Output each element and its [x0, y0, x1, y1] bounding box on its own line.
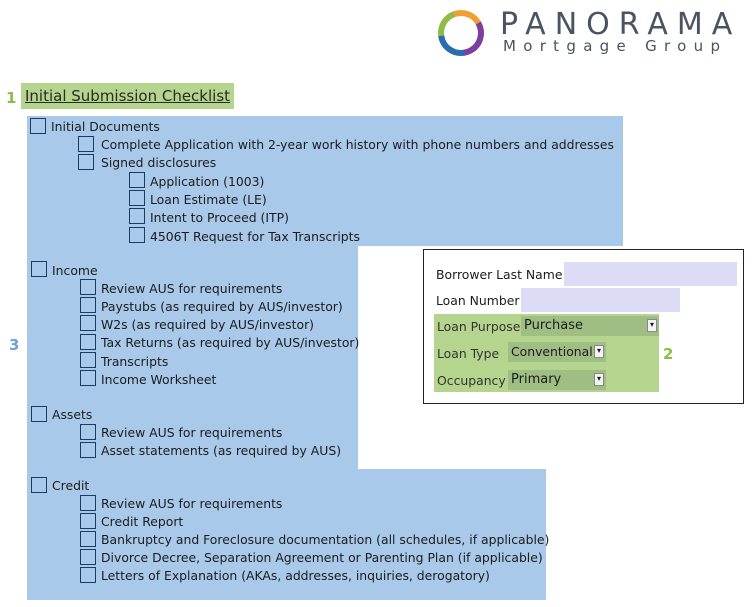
checkbox-income-item[interactable]: [80, 315, 96, 331]
item-complete-application: Complete Application with 2-year work hi…: [101, 137, 614, 152]
marker-2: 2: [663, 345, 674, 363]
chevron-down-icon[interactable]: ▾: [594, 345, 604, 358]
checkbox-application-1003[interactable]: [129, 172, 145, 188]
item-credit: Letters of Explanation (AKAs, addresses,…: [101, 568, 490, 583]
checklist-panel-top: [27, 116, 623, 246]
borrower-last-name-input[interactable]: [564, 262, 737, 286]
checklist-panel-bottom: [27, 469, 546, 600]
checkbox-signed-disclosures[interactable]: [78, 154, 94, 170]
checkbox-intent-to-proceed[interactable]: [129, 208, 145, 224]
occupancy-label: Occupancy: [437, 373, 506, 388]
item-assets: Asset statements (as required by AUS): [101, 443, 342, 458]
checkbox-income-item[interactable]: [80, 279, 96, 295]
checkbox-income[interactable]: [31, 261, 47, 277]
chevron-down-icon[interactable]: ▾: [594, 373, 604, 386]
item-credit: Divorce Decree, Separation Agreement or …: [101, 550, 543, 565]
loan-purpose-value: Purchase: [524, 318, 584, 333]
checkbox-credit-item[interactable]: [80, 531, 96, 547]
checkbox-income-item[interactable]: [80, 334, 96, 350]
checkbox-credit-item[interactable]: [80, 495, 96, 511]
checkbox-4506t[interactable]: [129, 227, 145, 243]
loan-number-input[interactable]: [521, 288, 680, 312]
item-signed-disclosures: Signed disclosures: [101, 155, 217, 170]
item-credit: Credit Report: [101, 514, 184, 529]
checkbox-assets-item[interactable]: [80, 424, 96, 440]
item-4506t: 4506T Request for Tax Transcripts: [150, 229, 360, 244]
item-income: Transcripts: [101, 354, 169, 369]
checkbox-assets-item[interactable]: [80, 442, 96, 458]
section-label-assets: Assets: [52, 407, 93, 422]
item-intent-to-proceed: Intent to Proceed (ITP): [150, 210, 289, 225]
item-income: Tax Returns (as required by AUS/investor…: [101, 335, 360, 350]
page-title: Initial Submission Checklist: [21, 83, 235, 109]
borrower-last-name-label: Borrower Last Name: [436, 267, 563, 282]
chevron-down-icon[interactable]: ▾: [647, 319, 657, 332]
item-application-1003: Application (1003): [150, 174, 265, 189]
occupancy-value: Primary: [511, 372, 562, 387]
checkbox-complete-application[interactable]: [78, 136, 94, 152]
item-assets: Review AUS for requirements: [101, 425, 283, 440]
checkbox-assets[interactable]: [31, 406, 47, 422]
loan-number-label: Loan Number: [436, 293, 520, 308]
checkbox-income-item[interactable]: [80, 370, 96, 386]
item-loan-estimate: Loan Estimate (LE): [150, 192, 267, 207]
item-income: Paystubs (as required by AUS/investor): [101, 299, 343, 314]
section-label-initial-documents: Initial Documents: [51, 119, 160, 134]
checkbox-credit-item[interactable]: [80, 513, 96, 529]
checkbox-credit-item[interactable]: [80, 567, 96, 583]
item-credit: Review AUS for requirements: [101, 496, 283, 511]
occupancy-dropdown[interactable]: Primary ▾: [508, 370, 606, 390]
checkbox-initial-documents[interactable]: [30, 118, 46, 134]
loan-type-dropdown[interactable]: Conventional ▾: [508, 342, 606, 362]
section-label-credit: Credit: [52, 478, 90, 493]
loan-type-label: Loan Type: [437, 346, 500, 361]
marker-3: 3: [9, 336, 20, 354]
logo-subtitle: Mortgage Group: [503, 37, 728, 55]
checkbox-loan-estimate[interactable]: [129, 190, 145, 206]
section-label-income: Income: [52, 263, 98, 278]
item-income: W2s (as required by AUS/investor): [101, 317, 314, 332]
loan-purpose-dropdown[interactable]: Purchase ▾: [521, 316, 659, 336]
checkbox-income-item[interactable]: [80, 352, 96, 368]
loan-type-value: Conventional: [511, 344, 593, 359]
logo-wordmark: PANORAMA: [500, 7, 742, 42]
checkbox-income-item[interactable]: [80, 297, 96, 313]
loan-purpose-label: Loan Purpose: [437, 319, 521, 334]
item-income: Review AUS for requirements: [101, 281, 283, 296]
item-credit: Bankruptcy and Foreclosure documentation…: [101, 532, 550, 547]
marker-1: 1: [6, 89, 17, 107]
item-income: Income Worksheet: [101, 372, 217, 387]
panorama-logo-icon: [438, 9, 484, 56]
checkbox-credit[interactable]: [31, 477, 47, 493]
checkbox-credit-item[interactable]: [80, 549, 96, 565]
